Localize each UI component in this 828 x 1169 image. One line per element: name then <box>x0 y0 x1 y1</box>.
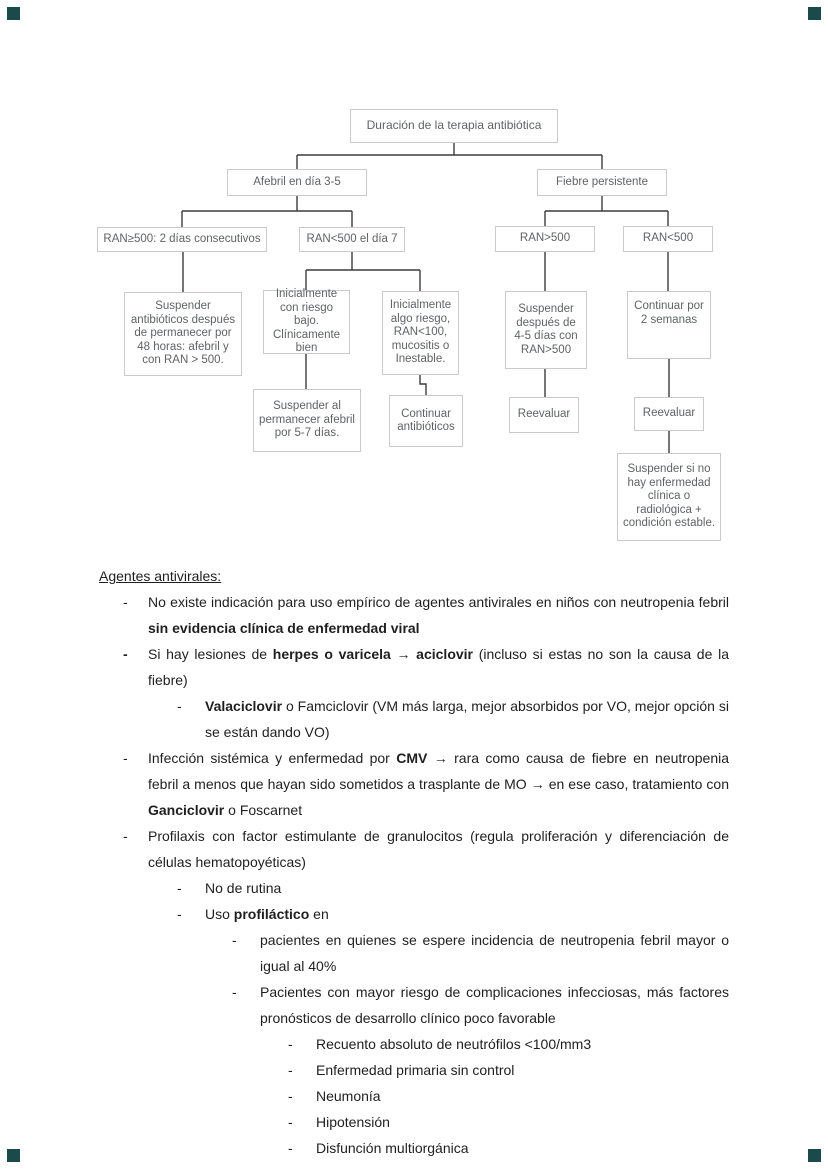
note-text: Uso profiláctico en <box>205 906 329 922</box>
flowchart-node-algo-riesgo: Inicialmente algo riesgo, RAN<100, mucos… <box>382 291 459 375</box>
flowchart-node-suspender-condicion-estable: Suspender si no hay enfermedad clínica o… <box>617 453 721 541</box>
note-text: Infección sistémica y enfermedad por CMV… <box>148 750 729 818</box>
notes-list: - No existe indicación para uso empírico … <box>99 589 729 1161</box>
note-text: Recuento absoluto de neutrófilos <100/mm… <box>316 1036 592 1052</box>
note-text: pacientes en quienes se espere incidenci… <box>260 932 729 974</box>
note-text: No de rutina <box>205 880 282 896</box>
bullet-dash: - <box>288 1036 293 1052</box>
note-text: Enfermedad primaria sin control <box>316 1062 515 1078</box>
flowchart-node-suspender-4-5-dias: Suspender después de 4-5 días con RAN>50… <box>505 291 587 369</box>
bullet-dash: - <box>123 750 128 766</box>
section-heading: Agentes antivirales: <box>99 568 222 584</box>
bullet-dash: - <box>288 1062 293 1078</box>
note-item: - Si hay lesiones de herpes o varicela → … <box>99 641 729 693</box>
bullet-dash: - <box>177 698 182 714</box>
bullet-dash: - <box>177 880 182 896</box>
flowchart-node-ran-ge-500: RAN≥500: 2 días consecutivos <box>97 227 267 252</box>
flowchart-node-suspender-afebril-5-7: Suspender al permanecer afebril por 5-7 … <box>253 389 361 452</box>
note-text: Valaciclovir o Famciclovir (VM más larga… <box>205 698 729 740</box>
note-item: - Disfunción multiorgánica <box>99 1135 729 1161</box>
note-text: Neumonía <box>316 1088 381 1104</box>
note-item: - Uso profiláctico en <box>99 901 729 927</box>
flowchart-node-riesgo-bajo: Inicialmente con riesgo bajo. Clínicamen… <box>263 288 350 354</box>
note-item: - Valaciclovir o Famciclovir (VM más larg… <box>99 693 729 745</box>
corner-mark <box>808 7 821 20</box>
bullet-dash: - <box>123 646 128 662</box>
flowchart-node-root: Duración de la terapia antibiótica <box>350 109 558 143</box>
note-item: - pacientes en quienes se espere incidenc… <box>99 927 729 979</box>
note-item: - Profilaxis con factor estimulante de gr… <box>99 823 729 875</box>
bullet-dash: - <box>288 1114 293 1130</box>
note-text: Profilaxis con factor estimulante de gra… <box>148 828 729 870</box>
notes-section: Agentes antivirales: - No existe indicaci… <box>99 563 729 1161</box>
bullet-dash: - <box>232 932 237 948</box>
note-item: - Infección sistémica y enfermedad por CM… <box>99 745 729 823</box>
bullet-dash: - <box>288 1140 293 1156</box>
flowchart-node-ran-lt-500-dia-7: RAN<500 el día 7 <box>299 227 405 252</box>
note-text: No existe indicación para uso empírico d… <box>148 594 729 636</box>
flowchart-node-ran-gt-500: RAN>500 <box>495 226 595 252</box>
flowchart-node-reevaluar-izq: Reevaluar <box>509 397 579 433</box>
note-item: - No existe indicación para uso empírico … <box>99 589 729 641</box>
note-text: Disfunción multiorgánica <box>316 1140 469 1156</box>
flowchart-node-continuar-antibioticos: Continuar antibióticos <box>389 395 463 447</box>
note-text: Si hay lesiones de herpes o varicela → a… <box>148 646 729 688</box>
note-item: - Hipotensión <box>99 1109 729 1135</box>
note-item: - Pacientes con mayor riesgo de complicac… <box>99 979 729 1031</box>
corner-mark <box>7 7 20 20</box>
bullet-dash: - <box>123 594 128 610</box>
note-item: - Enfermedad primaria sin control <box>99 1057 729 1083</box>
flowchart-node-reevaluar-der: Reevaluar <box>634 397 704 431</box>
corner-mark <box>808 1149 821 1162</box>
flowchart-node-continuar-2-semanas: Continuar por 2 semanas <box>627 291 711 359</box>
bullet-dash: - <box>177 906 182 922</box>
flowchart-node-fiebre-persistente: Fiebre persistente <box>537 169 667 196</box>
bullet-dash: - <box>232 984 237 1000</box>
corner-mark <box>7 1149 20 1162</box>
note-text: Hipotensión <box>316 1114 390 1130</box>
note-item: - No de rutina <box>99 875 729 901</box>
bullet-dash: - <box>288 1088 293 1104</box>
note-text: Pacientes con mayor riesgo de complicaci… <box>260 984 729 1026</box>
bullet-dash: - <box>123 828 128 844</box>
note-item: - Recuento absoluto de neutrófilos <100/m… <box>99 1031 729 1057</box>
flowchart-node-ran-lt-500: RAN<500 <box>623 226 713 252</box>
note-item: - Neumonía <box>99 1083 729 1109</box>
flowchart-node-suspender-48h: Suspender antibióticos después de perman… <box>124 292 242 376</box>
flowchart-node-afebril: Afebril en día 3-5 <box>227 169 367 196</box>
